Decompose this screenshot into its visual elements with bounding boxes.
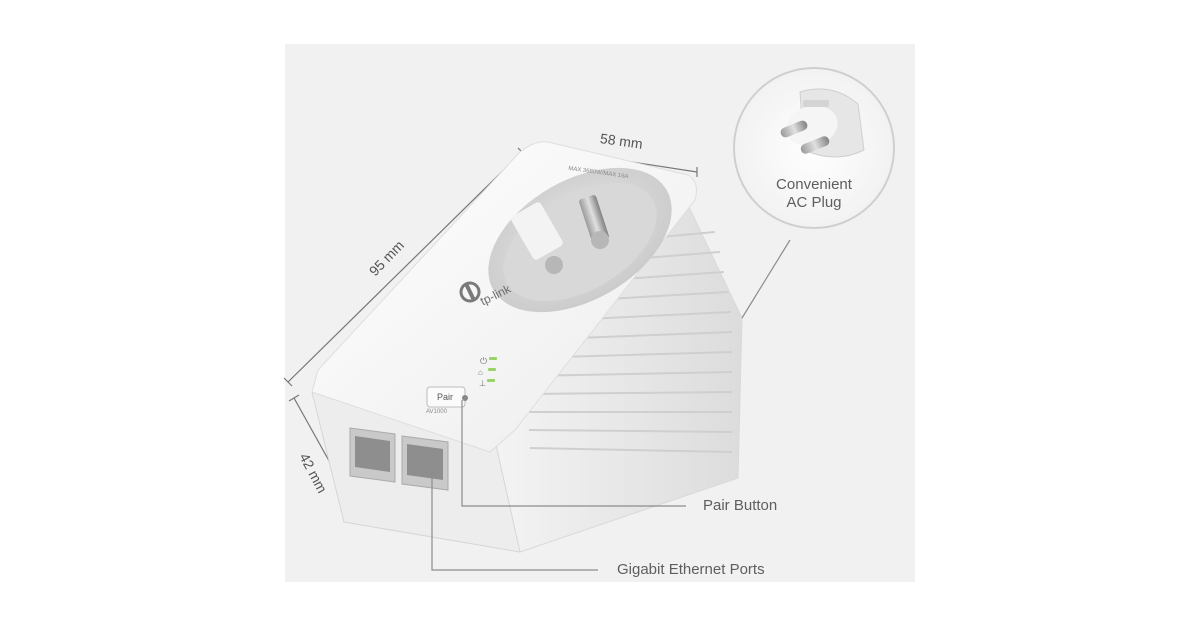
device-model-text: AV1000 [426,409,447,415]
leader-lines [431,239,791,571]
ac-plug-icon [780,88,865,158]
power-icon: ⏻ [480,356,487,366]
powerline-icon: ⌂ [478,368,483,377]
schuko-socket-icon [488,167,672,313]
callout-ac-plug: Convenient AC Plug [776,176,852,211]
callout-ethernet-ports: Gigabit Ethernet Ports [617,561,765,578]
callout-pair-button: Pair Button [703,497,778,514]
ethernet-icon: ⊥ [479,379,486,388]
pair-button-label: Pair [437,392,454,402]
tp-link-logo-icon [459,281,481,303]
ethernet-ports-icon [349,427,449,491]
status-leds: ⏻ ⌂ ⊥ [478,356,497,388]
